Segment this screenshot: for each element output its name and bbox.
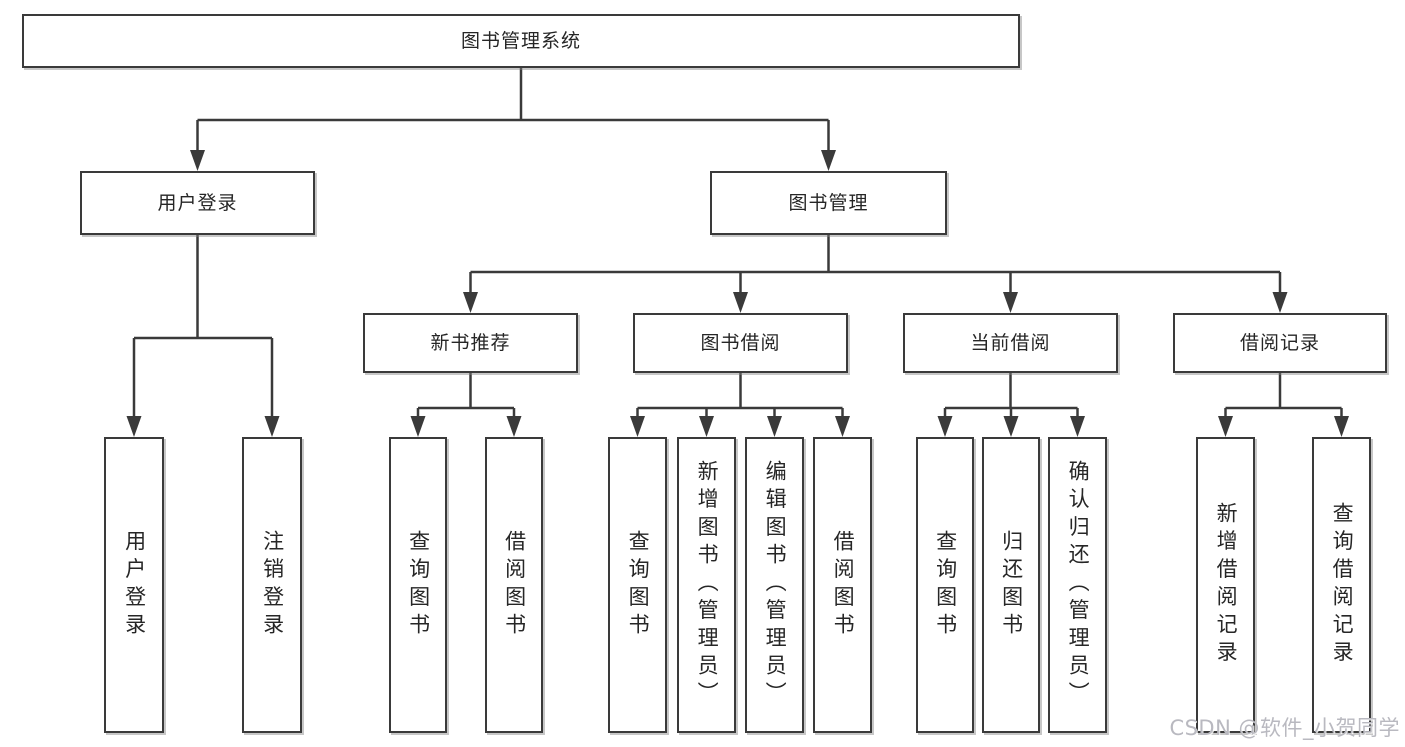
leaf-borrowing-borrow-books: 借阅图书 (813, 437, 872, 733)
leaf-recommend-query-books: 查询图书 (389, 437, 447, 733)
leaf-borrowing-query-books: 查询图书 (608, 437, 667, 733)
node-new-book-recommend: 新书推荐 (363, 313, 578, 373)
leaf-records-add-borrow-record: 新增借阅记录 (1196, 437, 1255, 733)
leaf-recommend-borrow-books: 借阅图书 (485, 437, 543, 733)
leaf-records-add-borrow-record-label: 新增借阅记录 (1214, 501, 1239, 669)
leaf-borrowing-add-books-admin-label: 新增图书（管理员） (695, 460, 720, 710)
node-root-library-management-system: 图书管理系统 (22, 14, 1020, 68)
node-borrow-records: 借阅记录 (1173, 313, 1387, 373)
leaf-user-login: 用户登录 (104, 437, 164, 733)
leaf-logout: 注销登录 (242, 437, 302, 733)
leaf-borrowing-add-books-admin: 新增图书（管理员） (677, 437, 736, 733)
leaf-current-confirm-return-admin: 确认归还（管理员） (1048, 437, 1107, 733)
leaf-records-query-borrow-record-label: 查询借阅记录 (1330, 501, 1355, 669)
leaf-current-query-books-label: 查询图书 (933, 529, 958, 641)
leaf-records-query-borrow-record: 查询借阅记录 (1312, 437, 1371, 733)
leaf-borrowing-edit-books-admin: 编辑图书（管理员） (745, 437, 804, 733)
leaf-current-query-books: 查询图书 (916, 437, 974, 733)
node-user-login: 用户登录 (80, 171, 315, 235)
leaf-current-return-books: 归还图书 (982, 437, 1040, 733)
leaf-logout-label: 注销登录 (260, 529, 285, 641)
leaf-recommend-borrow-books-label: 借阅图书 (502, 529, 527, 641)
leaf-recommend-query-books-label: 查询图书 (406, 529, 431, 641)
leaf-current-confirm-return-admin-label: 确认归还（管理员） (1066, 460, 1091, 710)
leaf-borrowing-borrow-books-label: 借阅图书 (831, 529, 856, 641)
node-book-management: 图书管理 (710, 171, 947, 235)
node-book-borrowing: 图书借阅 (633, 313, 848, 373)
node-current-borrowing: 当前借阅 (903, 313, 1118, 373)
leaf-borrowing-query-books-label: 查询图书 (626, 529, 651, 641)
leaf-user-login-label: 用户登录 (122, 529, 147, 641)
leaf-borrowing-edit-books-admin-label: 编辑图书（管理员） (763, 460, 788, 710)
leaf-current-return-books-label: 归还图书 (999, 529, 1024, 641)
